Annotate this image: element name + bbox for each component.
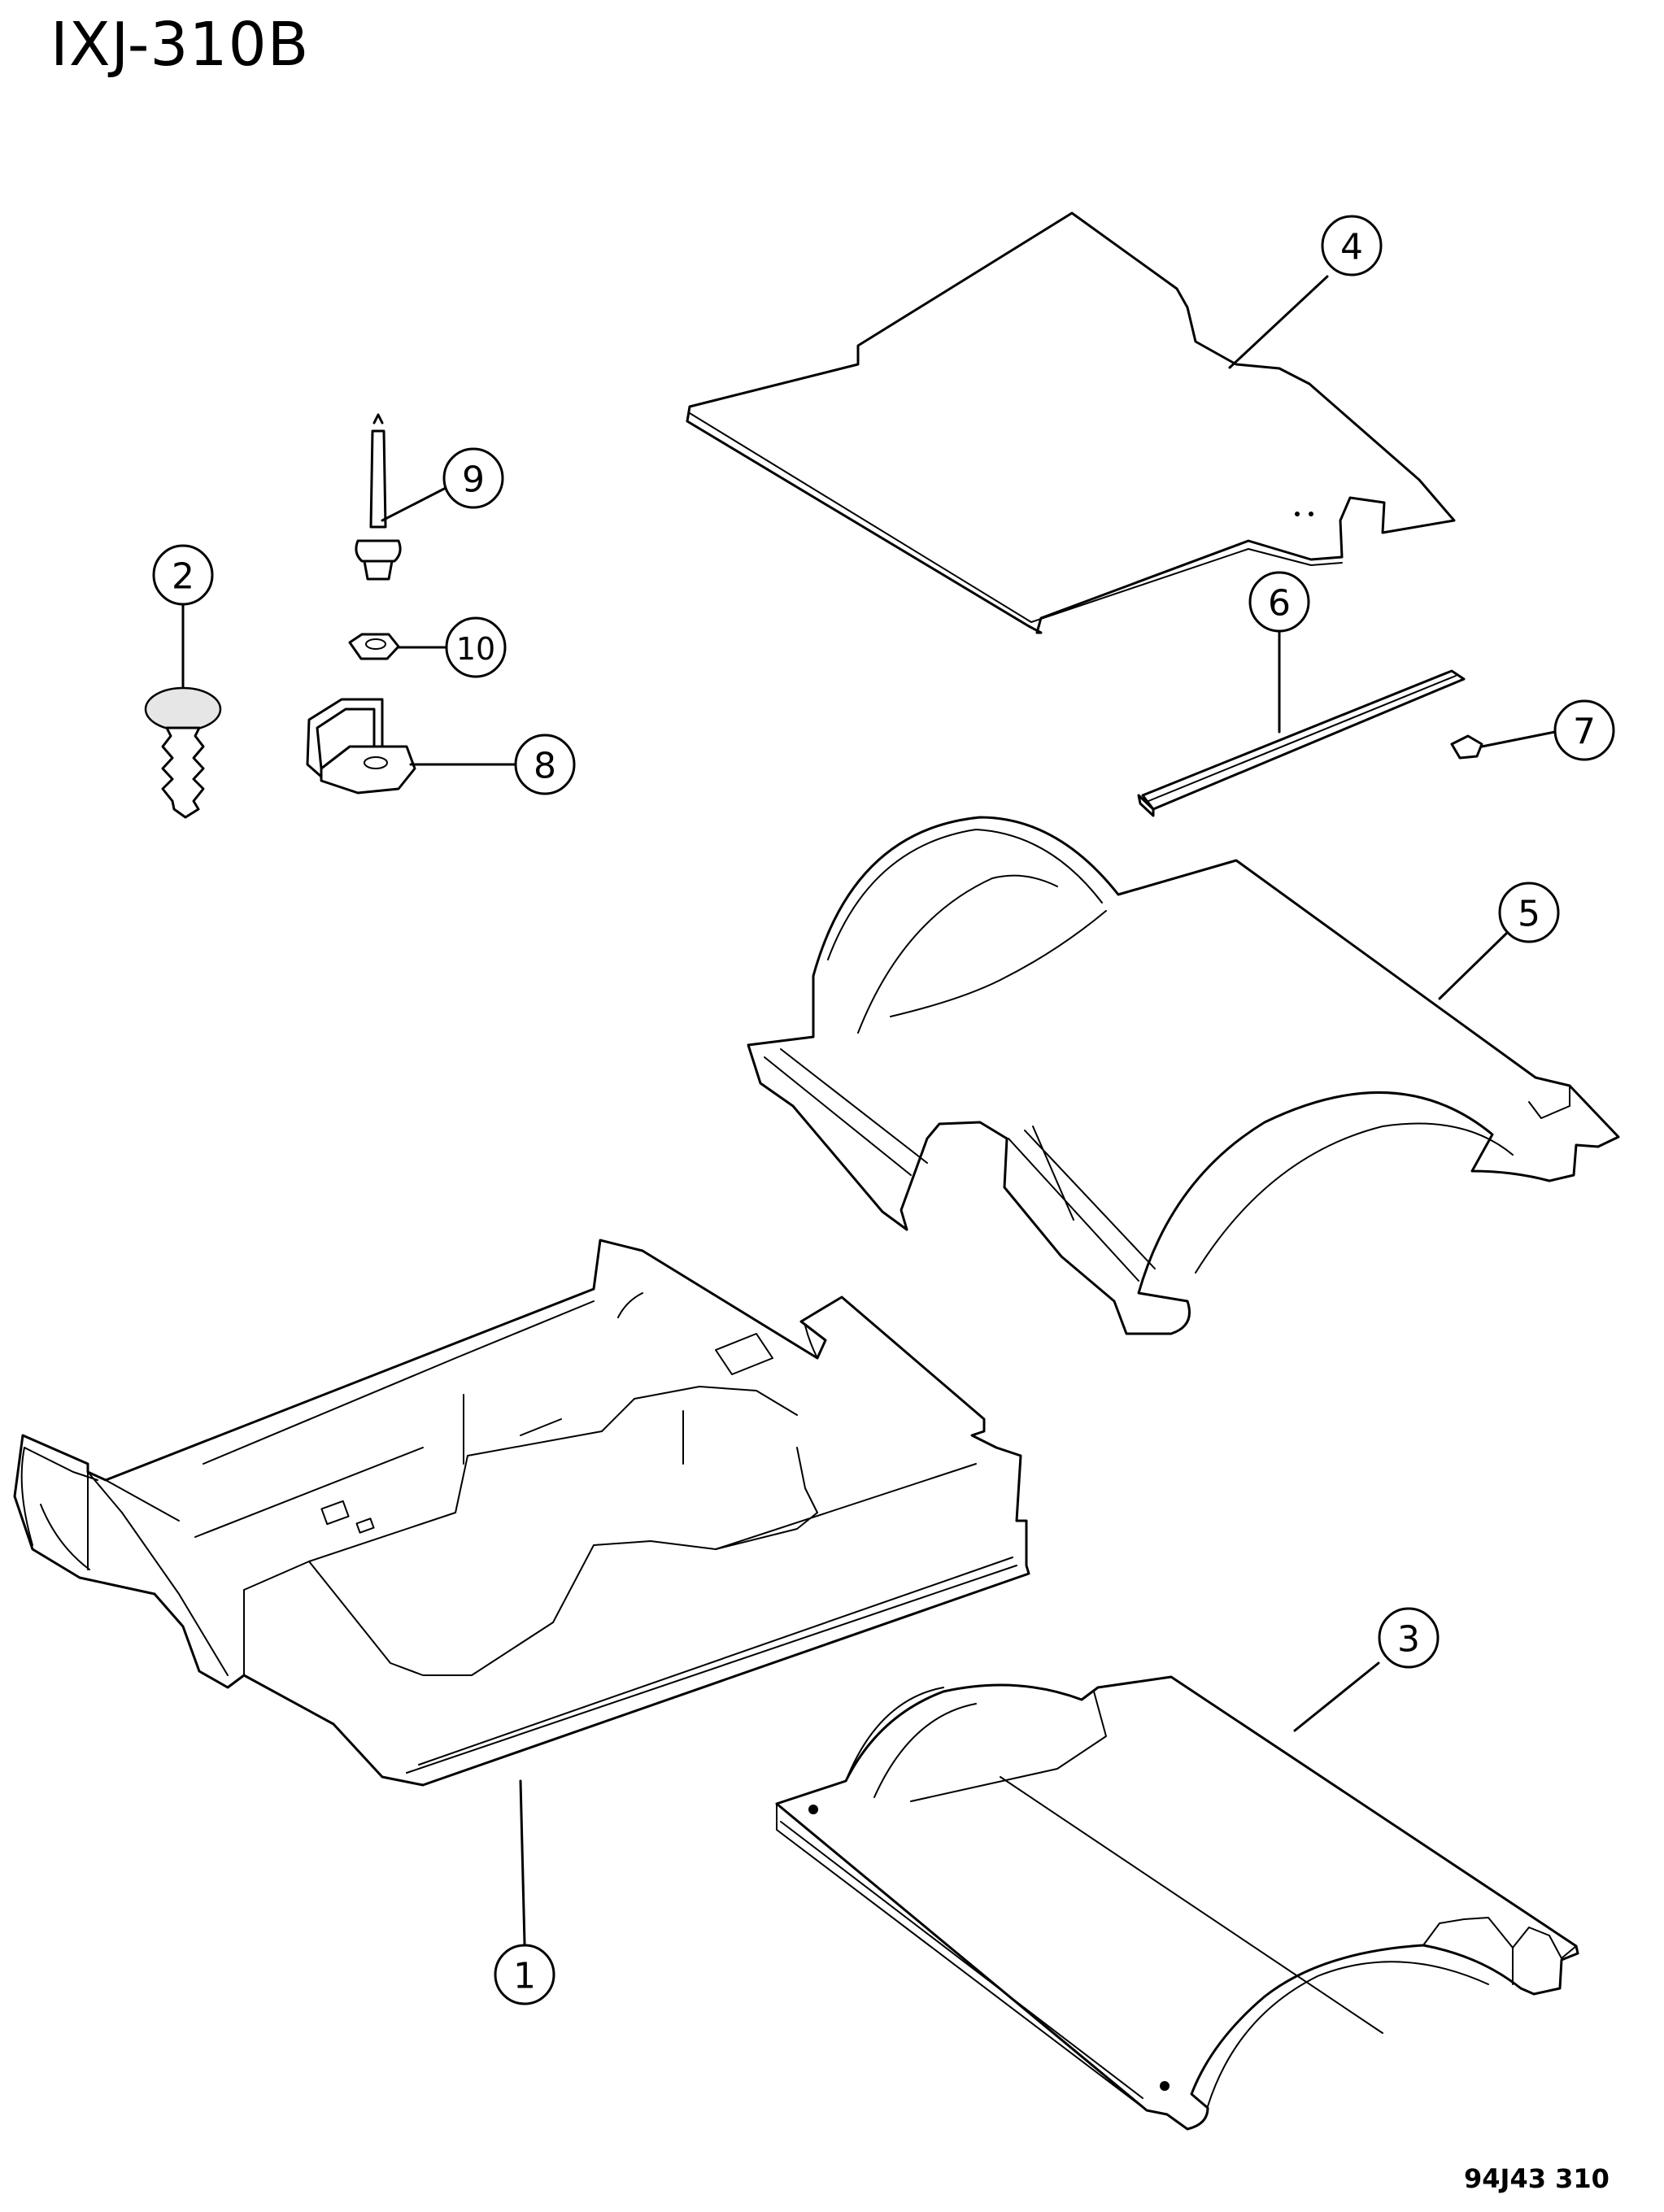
part-scuff-strip bbox=[1137, 669, 1466, 817]
callout-7: 7 bbox=[1553, 699, 1615, 761]
callout-10: 10 bbox=[445, 616, 507, 678]
callout-9-label: 9 bbox=[462, 459, 485, 501]
part-cargo-mat bbox=[686, 211, 1456, 634]
callout-4: 4 bbox=[1321, 215, 1383, 276]
callout-5: 5 bbox=[1498, 882, 1560, 943]
part-push-pin bbox=[355, 413, 402, 581]
callout-5-label: 5 bbox=[1518, 894, 1540, 935]
part-bracket bbox=[306, 698, 416, 795]
callout-2: 2 bbox=[152, 544, 214, 606]
callout-1: 1 bbox=[494, 1944, 555, 2005]
callout-6: 6 bbox=[1248, 571, 1310, 633]
callout-3: 3 bbox=[1378, 1607, 1440, 1669]
part-push-retainer bbox=[144, 686, 222, 819]
reference-code: 94J43 310 bbox=[1464, 2163, 1610, 2194]
leader-1 bbox=[519, 1779, 526, 1945]
callout-4-label: 4 bbox=[1340, 227, 1363, 268]
part-nut bbox=[348, 633, 400, 660]
callout-3-label: 3 bbox=[1397, 1619, 1420, 1661]
callout-8: 8 bbox=[514, 734, 576, 795]
callout-2-label: 2 bbox=[172, 556, 194, 598]
callout-9: 9 bbox=[442, 447, 504, 509]
callout-8-label: 8 bbox=[534, 746, 556, 787]
callout-10-label: 10 bbox=[456, 631, 495, 667]
callout-1-label: 1 bbox=[513, 1956, 536, 1997]
leader-3 bbox=[1293, 1661, 1380, 1732]
callout-7-label: 7 bbox=[1573, 712, 1596, 753]
part-rear-floor-insulator bbox=[775, 1675, 1579, 2131]
leader-7 bbox=[1480, 730, 1557, 748]
part-rear-floor-carpet bbox=[747, 816, 1620, 1335]
callout-6-label: 6 bbox=[1268, 583, 1291, 625]
leader-9 bbox=[381, 486, 447, 522]
diagram-title: IXJ-310B bbox=[50, 10, 309, 80]
leader-5 bbox=[1438, 932, 1508, 1000]
part-clip-nut bbox=[1450, 734, 1483, 760]
leader-4 bbox=[1228, 275, 1329, 369]
part-front-floor-carpet bbox=[13, 1239, 1030, 1787]
